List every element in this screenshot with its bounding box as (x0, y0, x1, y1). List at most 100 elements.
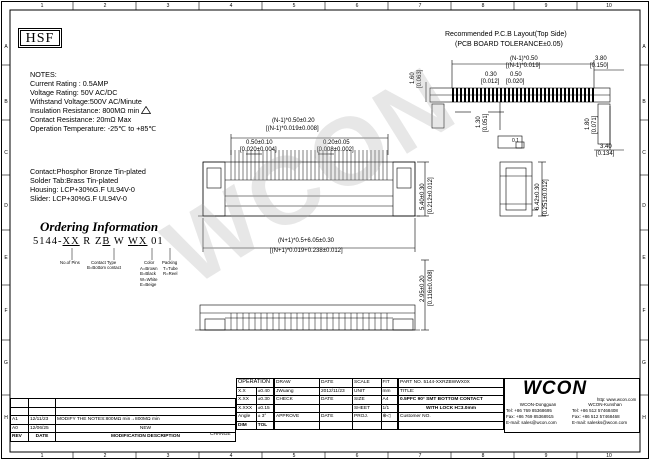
zone-col-6: 6 (355, 3, 359, 9)
note-current: Current Rating : 0.5AMP (30, 79, 109, 88)
revision-triangle-icon (141, 105, 152, 114)
code-z: Z (94, 236, 103, 247)
notes-heading: NOTES: (30, 70, 57, 79)
rev-a1-date: 12/11/23 (28, 415, 56, 425)
zone-row-d: D (4, 203, 8, 209)
dongguan-name: WCON-Dongguan (519, 402, 557, 407)
tol-xxx-label: X.XX (236, 395, 257, 405)
tol-tol-label: TOL (255, 420, 275, 430)
note-insulation: Insulation Resistance: 800MΩ min (30, 105, 157, 115)
hsf-logo-text: HSF (20, 30, 60, 46)
date-label: DATE (319, 378, 353, 388)
part-no-value: 5144-XXRZBWWX0X (423, 380, 470, 386)
color-values: A=Brown B=Black W=White E=Beige (140, 266, 158, 288)
date-head: DATE (28, 432, 56, 442)
code-prefix: 5144- (33, 236, 63, 247)
pcb-130-inch: [0.051] (483, 113, 489, 132)
material-slider: Slider: LCP+30%G.F UL94V-0 (30, 194, 127, 203)
dongguan-tel: Tel: +86 769 85368695 (506, 408, 552, 413)
dim-span: (N-1)*0.50±0.20 (272, 118, 315, 124)
zone-row-h: H (4, 415, 8, 421)
zone-col-9-bottom: 9 (544, 453, 548, 459)
operation-label: OPERATION (236, 378, 274, 388)
unit-value: mm (380, 386, 398, 396)
packing-tube: T=Tube (163, 266, 178, 271)
rev-a1: A1 (10, 415, 29, 425)
kunshan-name: WCON-Kunshan (588, 402, 622, 407)
zone-row-g: G (4, 360, 8, 366)
zone-col-1: 1 (40, 3, 44, 9)
code-pins: XX (62, 236, 80, 247)
color-brown: A=Brown (140, 266, 158, 271)
zone-col-3: 3 (166, 3, 170, 9)
code-contact: B (102, 236, 111, 247)
zone-col-7-bottom: 7 (418, 453, 422, 459)
zone-row-e-right: E (642, 255, 646, 261)
label-contact-type: Contact Type (91, 260, 117, 265)
zone-row-e: E (4, 255, 8, 261)
code-packing: X (138, 236, 148, 247)
title-line-2: WITH LOCK H=3.0mm (398, 403, 504, 413)
zone-col-9: 9 (544, 3, 548, 9)
part-table: PART NO. 5144-XXRZBWWX0X TITLE: 0.5PFC 9… (398, 378, 504, 430)
zone-row-a-right: A (642, 44, 646, 50)
kunshan-tel: Tel: +86 512 57468408 (572, 408, 618, 413)
proj-label: PROJ. (352, 412, 382, 422)
dim-height-inch: [0.116±0.008] (428, 269, 434, 306)
rev-head: REV (10, 432, 29, 442)
office-dongguan: WCON-Dongguan Tel: +86 769 85368695 Fax:… (506, 402, 570, 426)
packing-reel: R=Reel (163, 271, 178, 277)
pcb-span: (N-1)*0.50 (510, 56, 538, 62)
desc-head: MODIFICATION DESCRIPTION (55, 432, 236, 442)
dim-overall-inch: [(N+1)*0.019+0.238±0.012] (270, 248, 343, 254)
zone-col-6-bottom: 6 (355, 453, 359, 459)
color-beige: E=Beige (140, 282, 157, 288)
check-date-label: DATE (319, 395, 353, 405)
dim-pitch: 0.50±0.10 (246, 140, 273, 146)
label-pins: No.of Pins (60, 260, 80, 265)
company-website: http: www.wcon.com (597, 397, 637, 402)
material-housing: Housing: LCP+30%G.F UL94V-0 (30, 185, 135, 194)
tol-xxx-value: ±0.30 (255, 395, 275, 405)
zone-col-8: 8 (481, 3, 485, 9)
label-contact-value: B=Bottom contact (87, 265, 122, 270)
ordering-title: Ordering Information (40, 219, 159, 234)
tol-angle-label: Angle (236, 412, 257, 422)
zone-col-4: 4 (229, 3, 233, 9)
dim-width: 0.20±0.05 (323, 140, 350, 146)
zone-col-3-bottom: 3 (166, 453, 170, 459)
dim-side-h-inch: [0.251±0.012] (543, 179, 549, 216)
zone-row-b: B (4, 99, 8, 105)
packing-values: T=Tube R=Reel (163, 266, 178, 277)
scale-label: SCALE (352, 378, 382, 388)
projection-icon: ⊕◁ (380, 412, 398, 422)
company-box: WCON http: www.wcon.com (504, 378, 640, 433)
zone-col-5-bottom: 5 (292, 453, 296, 459)
note-temperature: Operation Temperature: -25℃ to +85℃ (30, 124, 157, 133)
materials-block: Contact:Phosphor Bronze Tin-plated Solde… (30, 167, 146, 203)
code-w: W (113, 236, 125, 247)
sheet-value: 1/1 (380, 403, 398, 413)
note-contact: Contact Resistance: 20mΩ Max (30, 115, 132, 124)
pcb-layout-title: Recommended P.C.B Layout(Top Side) (445, 31, 567, 38)
zone-row-g-right: G (642, 360, 646, 366)
dim-pitch-inch: [0.020±0.004] (240, 147, 277, 153)
pcb-050-inch: [0.020] (506, 79, 525, 85)
color-black: B=Black (140, 271, 156, 277)
pcb-340-inch: [0.134] (596, 151, 615, 157)
customer-label: Customer NO. (398, 412, 504, 422)
label-color: Color (144, 260, 155, 265)
dongguan-fax: Fax: +86 769 85368915 (506, 414, 554, 419)
kunshan-fax: Fax: +86 512 57468468 (572, 414, 620, 419)
title-label: TITLE: (398, 386, 504, 396)
tolerance-table: OPERATION X.X±0.40 X.XX±0.30 X.XXX±0.15 … (236, 378, 275, 430)
material-solder: Solder Tab:Brass Tin-plated (30, 176, 119, 185)
pcb-130: 1.30 (476, 116, 482, 128)
pcb-span-inch: [(N-1)*0.019] (506, 63, 541, 69)
dim-height: 2.95±0.20 (420, 275, 426, 302)
unit-label: UNIT (352, 386, 382, 396)
